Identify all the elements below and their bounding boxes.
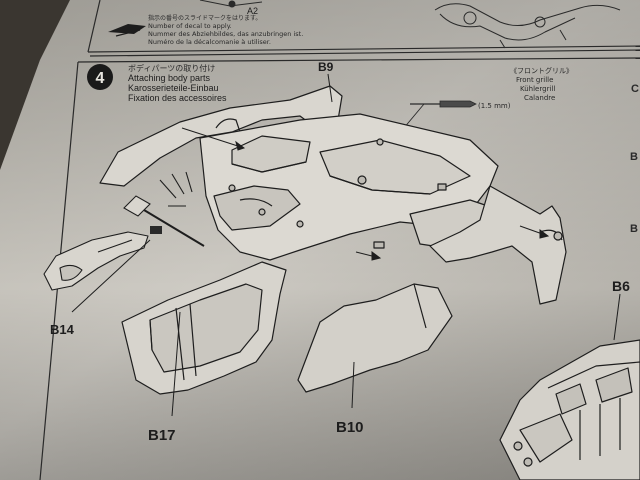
front-grille-fr: Calandre: [524, 94, 555, 102]
part-label-b6: B6: [612, 278, 630, 294]
decal-text-fr: Numéro de la décalcomanie à utiliser.: [148, 38, 271, 46]
pin-tool-icon: [123, 171, 205, 247]
part-label-a2: A2: [247, 6, 258, 16]
decal-slide-icon: [108, 24, 146, 37]
part-b17-drawing: [121, 261, 287, 395]
step-title-de: Karosserieteile-Einbau: [128, 83, 219, 93]
edge-letters: C B B: [630, 83, 639, 235]
step-number-badge: 4: [87, 64, 113, 90]
pin-head: [150, 226, 162, 234]
step-title-en: Attaching body parts: [128, 73, 211, 83]
b10-leader-line: [351, 361, 355, 409]
b6-leader-line: [613, 293, 621, 341]
svg-text:B: B: [630, 223, 638, 235]
b9-leader-line: [327, 73, 333, 103]
step-title-fr: Fixation des accessoires: [128, 93, 227, 103]
top-left-fragment: [199, 0, 263, 8]
part-b6-assembly-drawing: [499, 339, 640, 480]
svg-text:C: C: [631, 83, 639, 95]
top-right-drawing: [434, 3, 621, 49]
part-b10-drawing: [297, 283, 453, 393]
decal-text-de: Nummer des Abziehbildes, das anzubringen…: [148, 30, 303, 38]
b14-leader-line: [71, 239, 151, 313]
front-grille-jp: 《フロントグリル》: [510, 66, 573, 75]
svg-text:B: B: [630, 151, 638, 163]
step-title-jp: ボディパーツの取り付け: [128, 63, 215, 73]
body-part-b9: [99, 85, 567, 305]
part-label-b17: B17: [148, 427, 176, 444]
drill-size-label: (1.5 mm): [478, 102, 511, 110]
front-grille-de: Kühlergrill: [520, 85, 555, 93]
front-grille-en: Front grille: [516, 76, 553, 84]
part-b14-drawing: [43, 231, 149, 291]
part-label-b9: B9: [318, 60, 334, 74]
b17-leader-line: [171, 311, 181, 417]
decal-text-jp: 指示の番号のスライドマークをはります。: [148, 14, 261, 22]
step-number: 4: [96, 70, 105, 87]
top-section-frame: [87, 0, 640, 57]
decal-text-en: Number of decal to apply.: [148, 22, 232, 30]
part-label-b14: B14: [50, 322, 75, 337]
part-label-b10: B10: [336, 419, 364, 436]
